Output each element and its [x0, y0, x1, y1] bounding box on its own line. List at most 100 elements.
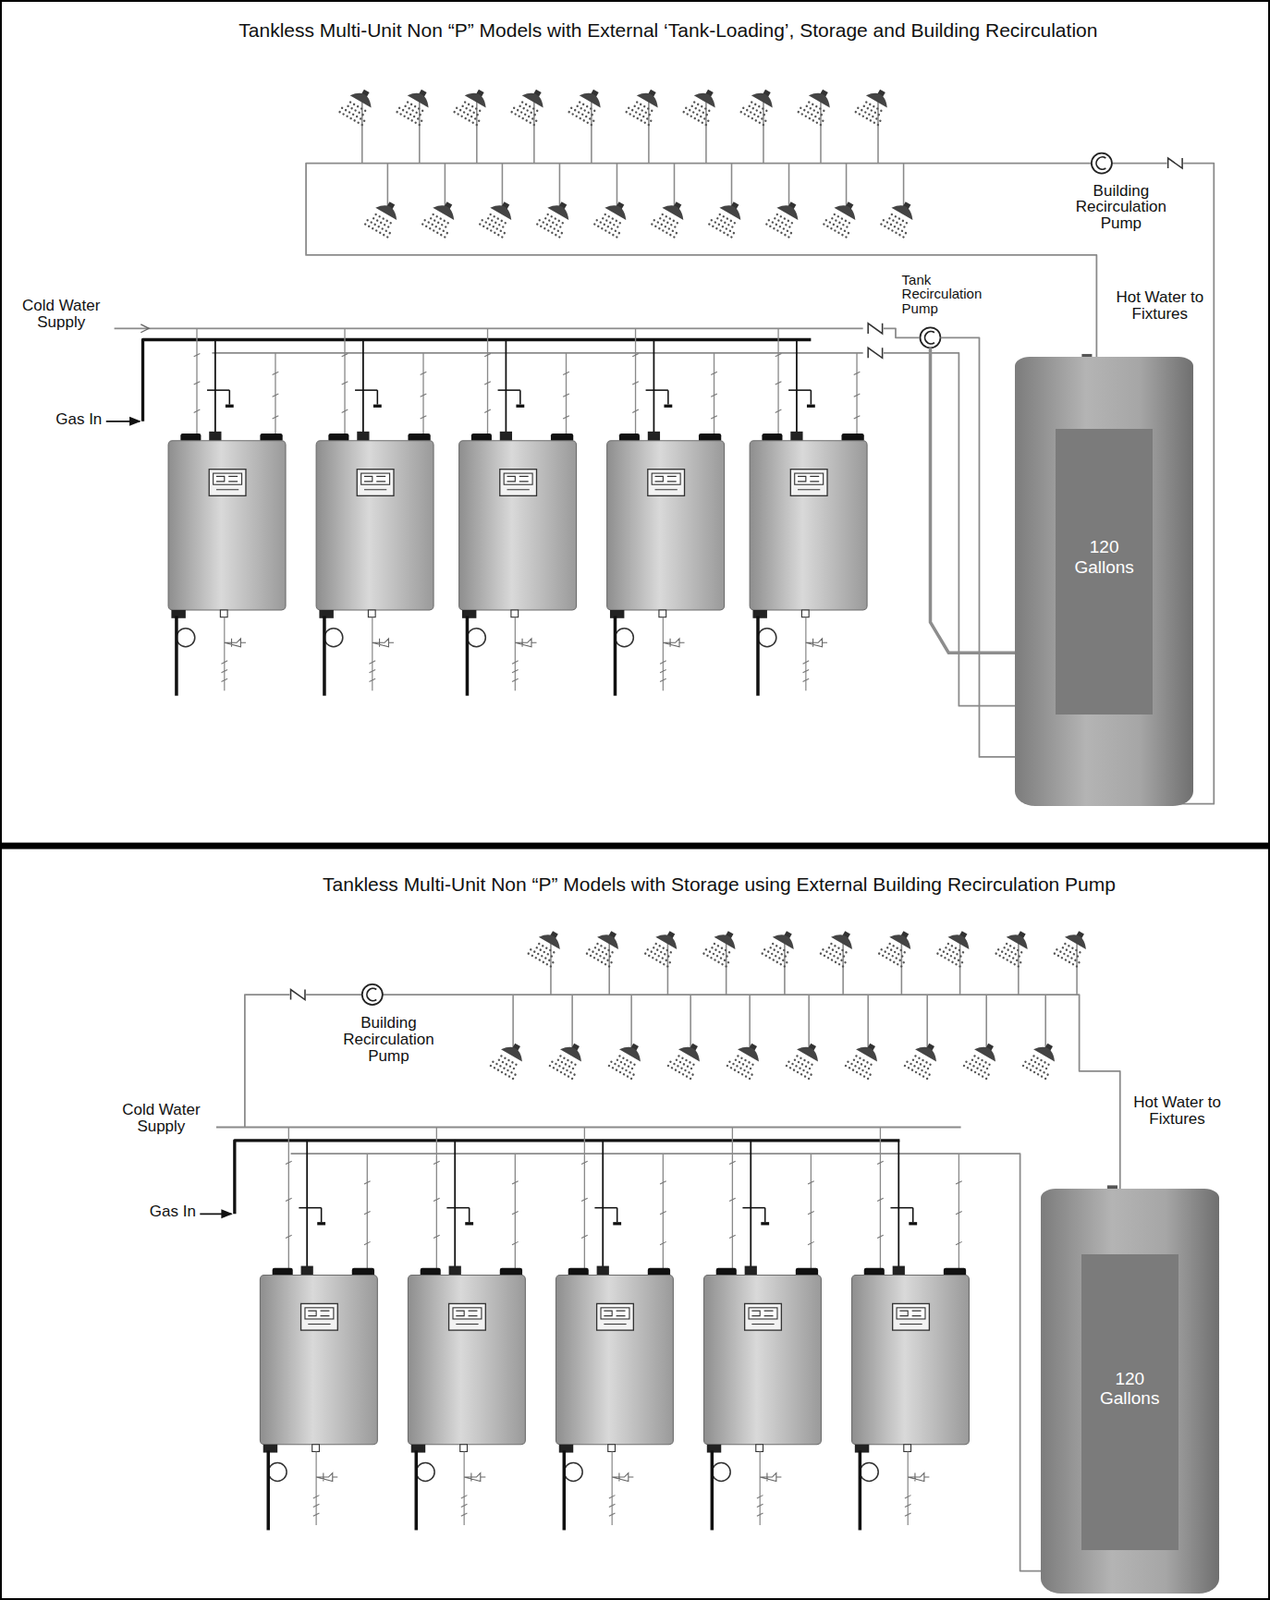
condensate-fitting	[263, 1444, 278, 1454]
spray-drop	[692, 110, 696, 114]
valve-tick	[955, 1241, 963, 1245]
shower	[624, 84, 666, 164]
spray-drop	[838, 952, 842, 956]
valve-tick	[364, 1211, 371, 1215]
valve-tick	[609, 1495, 616, 1499]
spray-drop	[491, 225, 495, 229]
spray-drop	[909, 1062, 913, 1065]
spray-drop	[661, 229, 665, 233]
spray-drop	[811, 119, 815, 123]
gas-tee	[890, 1207, 913, 1209]
spray-drop	[345, 114, 349, 118]
valve-tick	[285, 1234, 293, 1238]
spray-drop	[1017, 954, 1021, 958]
spray-drop	[575, 104, 579, 108]
spray-drop	[598, 220, 602, 224]
spray-drop	[480, 219, 484, 222]
shower-dome	[796, 1042, 822, 1063]
spray-drop	[832, 212, 836, 216]
spray-drop	[384, 229, 388, 233]
spray-drop	[649, 950, 653, 953]
spray-drop	[960, 961, 964, 965]
spray-drop	[472, 110, 476, 114]
spray-drop	[740, 1073, 744, 1076]
spray-drop	[947, 958, 951, 962]
spray-drop	[859, 1062, 863, 1066]
spray-drop	[728, 229, 732, 233]
spray-drop	[366, 219, 369, 222]
spray-drop	[891, 219, 895, 222]
spray-drop	[1059, 950, 1063, 953]
spray-drop	[928, 1073, 931, 1076]
valve-tick	[659, 660, 667, 664]
spray-drop	[1039, 1058, 1043, 1062]
spray-drop	[926, 1066, 929, 1070]
spray-drop	[610, 227, 613, 231]
spray-drop	[588, 953, 592, 957]
shower	[593, 163, 635, 240]
spray-drop	[632, 1073, 635, 1076]
shower-arm	[845, 163, 848, 212]
spray-drop	[900, 229, 904, 233]
valve-tick	[341, 381, 349, 385]
spray-drop	[454, 106, 458, 110]
spray-drop	[711, 952, 715, 955]
spray-drop	[806, 1061, 810, 1064]
spray-drop	[559, 1070, 562, 1074]
valve-tick	[581, 1160, 588, 1164]
spray-drop	[539, 224, 543, 228]
spray-drop	[440, 223, 444, 227]
supply-label: Cold Water Supply	[109, 1101, 212, 1136]
spray-drop	[632, 114, 635, 118]
spray-drop	[548, 958, 551, 962]
spray-drop	[351, 112, 355, 116]
spray-drop	[565, 1068, 569, 1072]
spray-drop	[585, 114, 588, 118]
heater-body	[459, 440, 577, 611]
spray-drop	[1077, 961, 1081, 965]
spray-drop	[854, 1070, 858, 1074]
spray-drop	[871, 114, 875, 118]
spray-drop	[806, 110, 810, 114]
spray-drop	[1038, 1068, 1042, 1072]
display-digits	[603, 1310, 626, 1324]
spray-drop	[892, 960, 896, 964]
valve-tick	[729, 1234, 736, 1238]
shower-arm	[788, 163, 791, 212]
spray-drop	[538, 948, 542, 952]
spray-drop	[525, 109, 529, 112]
spray-drop	[399, 112, 403, 116]
spray-drop	[1035, 1066, 1038, 1070]
spray-drop	[421, 222, 425, 226]
shower	[708, 163, 749, 240]
valve-tick	[710, 415, 718, 419]
spray-drop	[903, 951, 906, 954]
gas-tee	[498, 389, 521, 391]
spray-drop	[743, 112, 746, 116]
vent-drain	[710, 1450, 715, 1530]
vent-drain	[322, 616, 327, 697]
spray-drop	[779, 946, 782, 950]
spray-drop	[1025, 1066, 1028, 1070]
valve-tick	[433, 1160, 440, 1164]
spray-drop	[406, 116, 410, 120]
spray-drop	[829, 952, 832, 955]
spray-drop	[434, 225, 438, 229]
spray-drop	[625, 1074, 629, 1078]
spray-drop	[842, 954, 845, 958]
spray-drop	[672, 235, 676, 239]
check-valve	[867, 345, 884, 360]
shower-arm	[731, 163, 733, 212]
spray-drop	[603, 946, 607, 950]
spray-drop	[551, 1066, 555, 1070]
spray-drop	[533, 112, 537, 116]
spray-drop	[530, 953, 534, 957]
spray-drop	[413, 105, 416, 109]
spray-drop	[677, 1054, 681, 1058]
shower-head	[760, 925, 802, 968]
shower-head	[784, 1037, 826, 1081]
spray-drop	[846, 231, 850, 234]
spray-drop	[952, 950, 955, 953]
cold-to-pump	[883, 328, 920, 338]
display-screen	[213, 473, 243, 485]
